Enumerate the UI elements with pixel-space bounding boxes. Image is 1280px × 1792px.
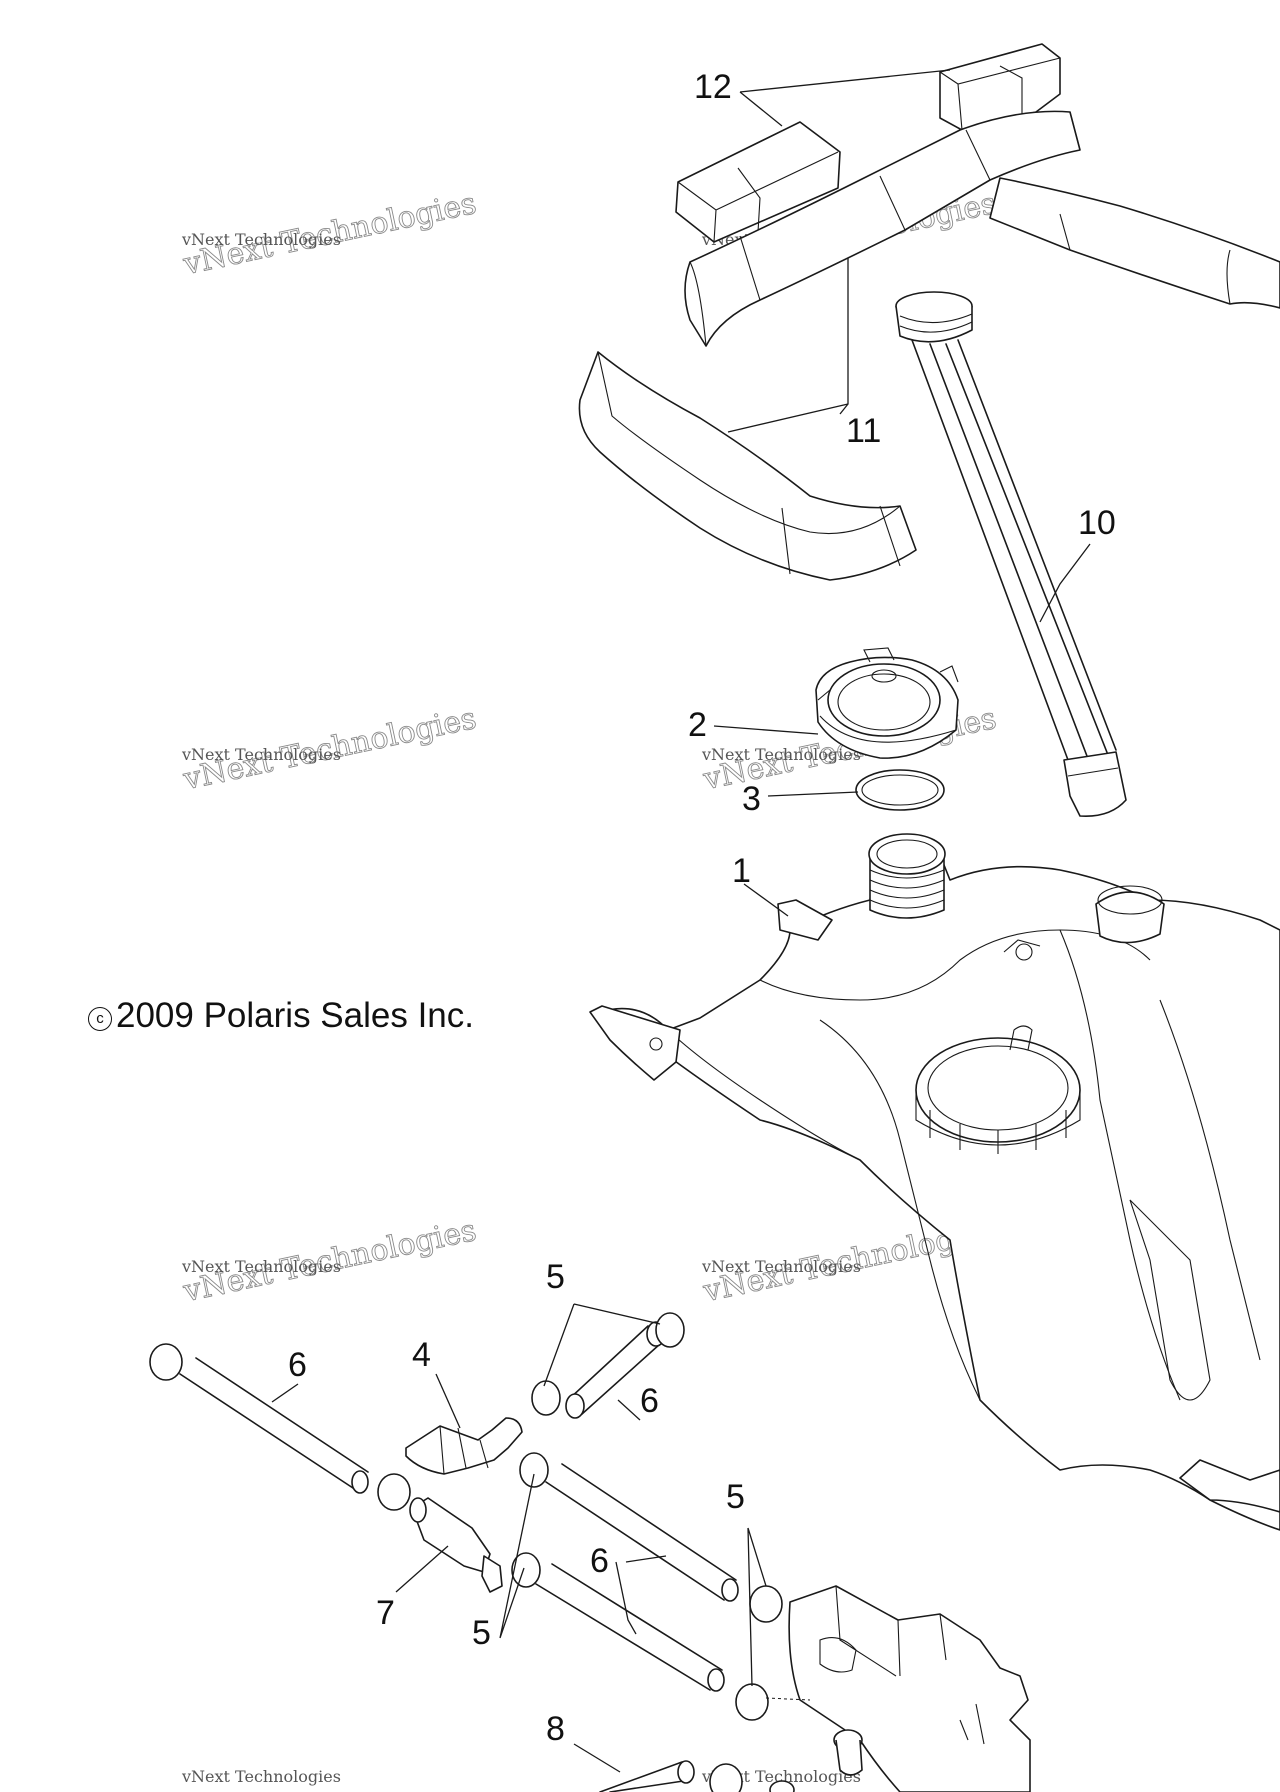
watermark-text: vNext Technologies [701, 745, 861, 764]
callout-2: 2 [688, 706, 707, 744]
copyright-text: 2009 Polaris Sales Inc. [116, 996, 474, 1035]
callout-6: 6 [640, 1382, 659, 1420]
part-10-fuel-sender [895, 291, 1127, 817]
callout-6: 6 [590, 1542, 609, 1580]
watermark-text: vNext Technologies [181, 1257, 341, 1276]
part-3-o-ring [855, 769, 945, 811]
callout-7: 7 [376, 1594, 395, 1632]
hose-clamp [749, 1585, 783, 1623]
part-4-valve [405, 1417, 523, 1475]
callout-5: 5 [472, 1614, 491, 1652]
leader-lines [271, 69, 1091, 1773]
watermark-text: vNext Technologies [181, 1767, 341, 1786]
callout-3: 3 [742, 780, 761, 818]
hose-clamp [519, 1452, 549, 1488]
part-11-bracket-pads [578, 110, 1280, 581]
hose-clamp [511, 1552, 541, 1588]
callout-12: 12 [694, 68, 732, 106]
callout-1: 1 [732, 852, 751, 890]
watermark: vNext Technologies vNext Technologies [179, 701, 480, 798]
hose-clamp [531, 1380, 561, 1416]
watermark-text: vNext Technologies [181, 745, 341, 764]
hose-clamp [377, 1473, 411, 1511]
part-12-foam-pads [675, 43, 1061, 243]
callouts: 12 11 10 2 3 1 5 6 4 6 5 6 7 5 8 [288, 68, 1116, 1748]
callout-5: 5 [726, 1478, 745, 1516]
callout-10: 10 [1078, 504, 1116, 542]
hose-clamp [655, 1312, 685, 1348]
fuel-pump-module [788, 1585, 1031, 1792]
watermark: vNext Technologies [181, 1767, 341, 1786]
part-2-fuel-cap [815, 647, 959, 759]
callout-6: 6 [288, 1346, 307, 1384]
watermark-text: vNext Technologies [701, 1257, 861, 1276]
copyright-symbol: c [88, 1007, 112, 1031]
hose-clamp [149, 1343, 183, 1381]
watermark: vNext Technologies vNext Technologies [179, 1213, 480, 1310]
callout-8: 8 [546, 1710, 565, 1748]
callout-5: 5 [546, 1258, 565, 1296]
hose-clamp [709, 1763, 743, 1792]
callout-4: 4 [412, 1336, 431, 1374]
hose-clamp [735, 1683, 769, 1721]
watermark: vNext Technologies vNext Technologies [179, 186, 480, 283]
watermark-text: vNext Technologies [181, 230, 341, 249]
part-1-fuel-tank [589, 833, 1280, 1531]
callout-11: 11 [846, 412, 881, 450]
